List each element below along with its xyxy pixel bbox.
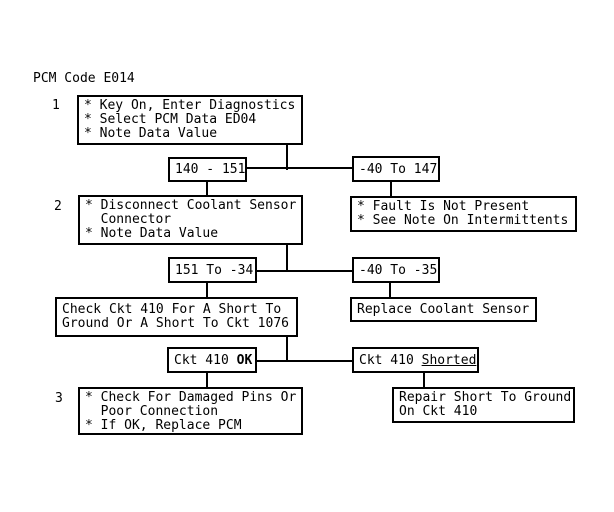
- check-ckt410-line: Ground Or A Short To Ckt 1076: [62, 316, 289, 331]
- connector-line-row2-across: [256, 270, 352, 272]
- connector-line-check-down: [286, 336, 288, 362]
- step2-line: Connector: [85, 212, 172, 227]
- connector-line-151-neg34-down: [206, 283, 208, 298]
- fault-not-present-box: * Fault Is Not Present * See Note On Int…: [350, 196, 577, 232]
- step3-box: * Check For Damaged Pins Or Poor Connect…: [78, 387, 303, 435]
- range-neg40-neg35-text: -40 To -35: [359, 262, 438, 278]
- connector-line-row1-across: [247, 167, 352, 169]
- replace-sensor-text: Replace Coolant Sensor: [357, 302, 530, 317]
- connector-line-step2-down: [286, 244, 288, 272]
- connector-line-ok-down: [206, 372, 208, 388]
- connector-line-neg40-147-down: [390, 181, 392, 197]
- range-neg40-neg35-box: -40 To -35: [352, 257, 440, 283]
- repair-short-line: On Ckt 410: [399, 404, 478, 419]
- step3-number: 3: [55, 391, 63, 406]
- ckt410-shorted-prefix: Ckt 410: [359, 352, 422, 368]
- step2-line: * Disconnect Coolant Sensor: [85, 198, 297, 213]
- page-title: PCM Code E014: [33, 71, 135, 86]
- connector-line-neg40-neg35-down: [389, 283, 391, 298]
- range-neg40-147-text: -40 To 147: [359, 161, 438, 177]
- ckt410-shorted-box: Ckt 410 Shorted: [352, 347, 479, 373]
- step2-box: * Disconnect Coolant Sensor Connector * …: [78, 195, 303, 245]
- connector-line-shorted-down: [423, 372, 425, 388]
- step1-line: * Key On, Enter Diagnostics: [84, 98, 296, 113]
- step2-number: 2: [54, 199, 62, 214]
- range-neg40-147-box: -40 To 147: [352, 156, 440, 182]
- step1-line: * Select PCM Data ED04: [84, 112, 257, 127]
- range-140-151-box: 140 - 151: [168, 157, 247, 182]
- connector-line-140-151-down: [206, 181, 208, 196]
- range-151-neg34-box: 151 To -34: [168, 257, 257, 283]
- fault-not-present-line: * See Note On Intermittents: [357, 213, 569, 228]
- fault-not-present-line: * Fault Is Not Present: [357, 199, 530, 214]
- range-140-151-text: 140 - 151: [175, 162, 246, 177]
- step3-line: * If OK, Replace PCM: [85, 418, 242, 433]
- check-ckt410-line: Check Ckt 410 For A Short To: [62, 302, 282, 317]
- range-151-neg34-text: 151 To -34: [175, 262, 254, 278]
- ckt410-shorted-emphasis: Shorted: [421, 352, 477, 368]
- ckt410-ok-emphasis: OK: [236, 352, 253, 368]
- ckt410-ok-box: Ckt 410 OK: [167, 347, 257, 373]
- step3-line: * Check For Damaged Pins Or: [85, 390, 297, 405]
- repair-short-line: Repair Short To Ground: [399, 390, 572, 405]
- ckt410-ok-prefix: Ckt 410: [174, 352, 237, 368]
- step1-line: * Note Data Value: [84, 126, 218, 141]
- connector-line-row3-across: [256, 360, 352, 362]
- repair-short-box: Repair Short To Ground On Ckt 410: [392, 387, 575, 423]
- check-ckt410-box: Check Ckt 410 For A Short To Ground Or A…: [55, 297, 298, 337]
- step2-line: * Note Data Value: [85, 226, 219, 241]
- step3-line: Poor Connection: [85, 404, 219, 419]
- connector-line-step1-down: [286, 145, 288, 170]
- step1-box: * Key On, Enter Diagnostics * Select PCM…: [77, 95, 303, 145]
- replace-sensor-box: Replace Coolant Sensor: [350, 297, 537, 322]
- step1-number: 1: [52, 98, 60, 113]
